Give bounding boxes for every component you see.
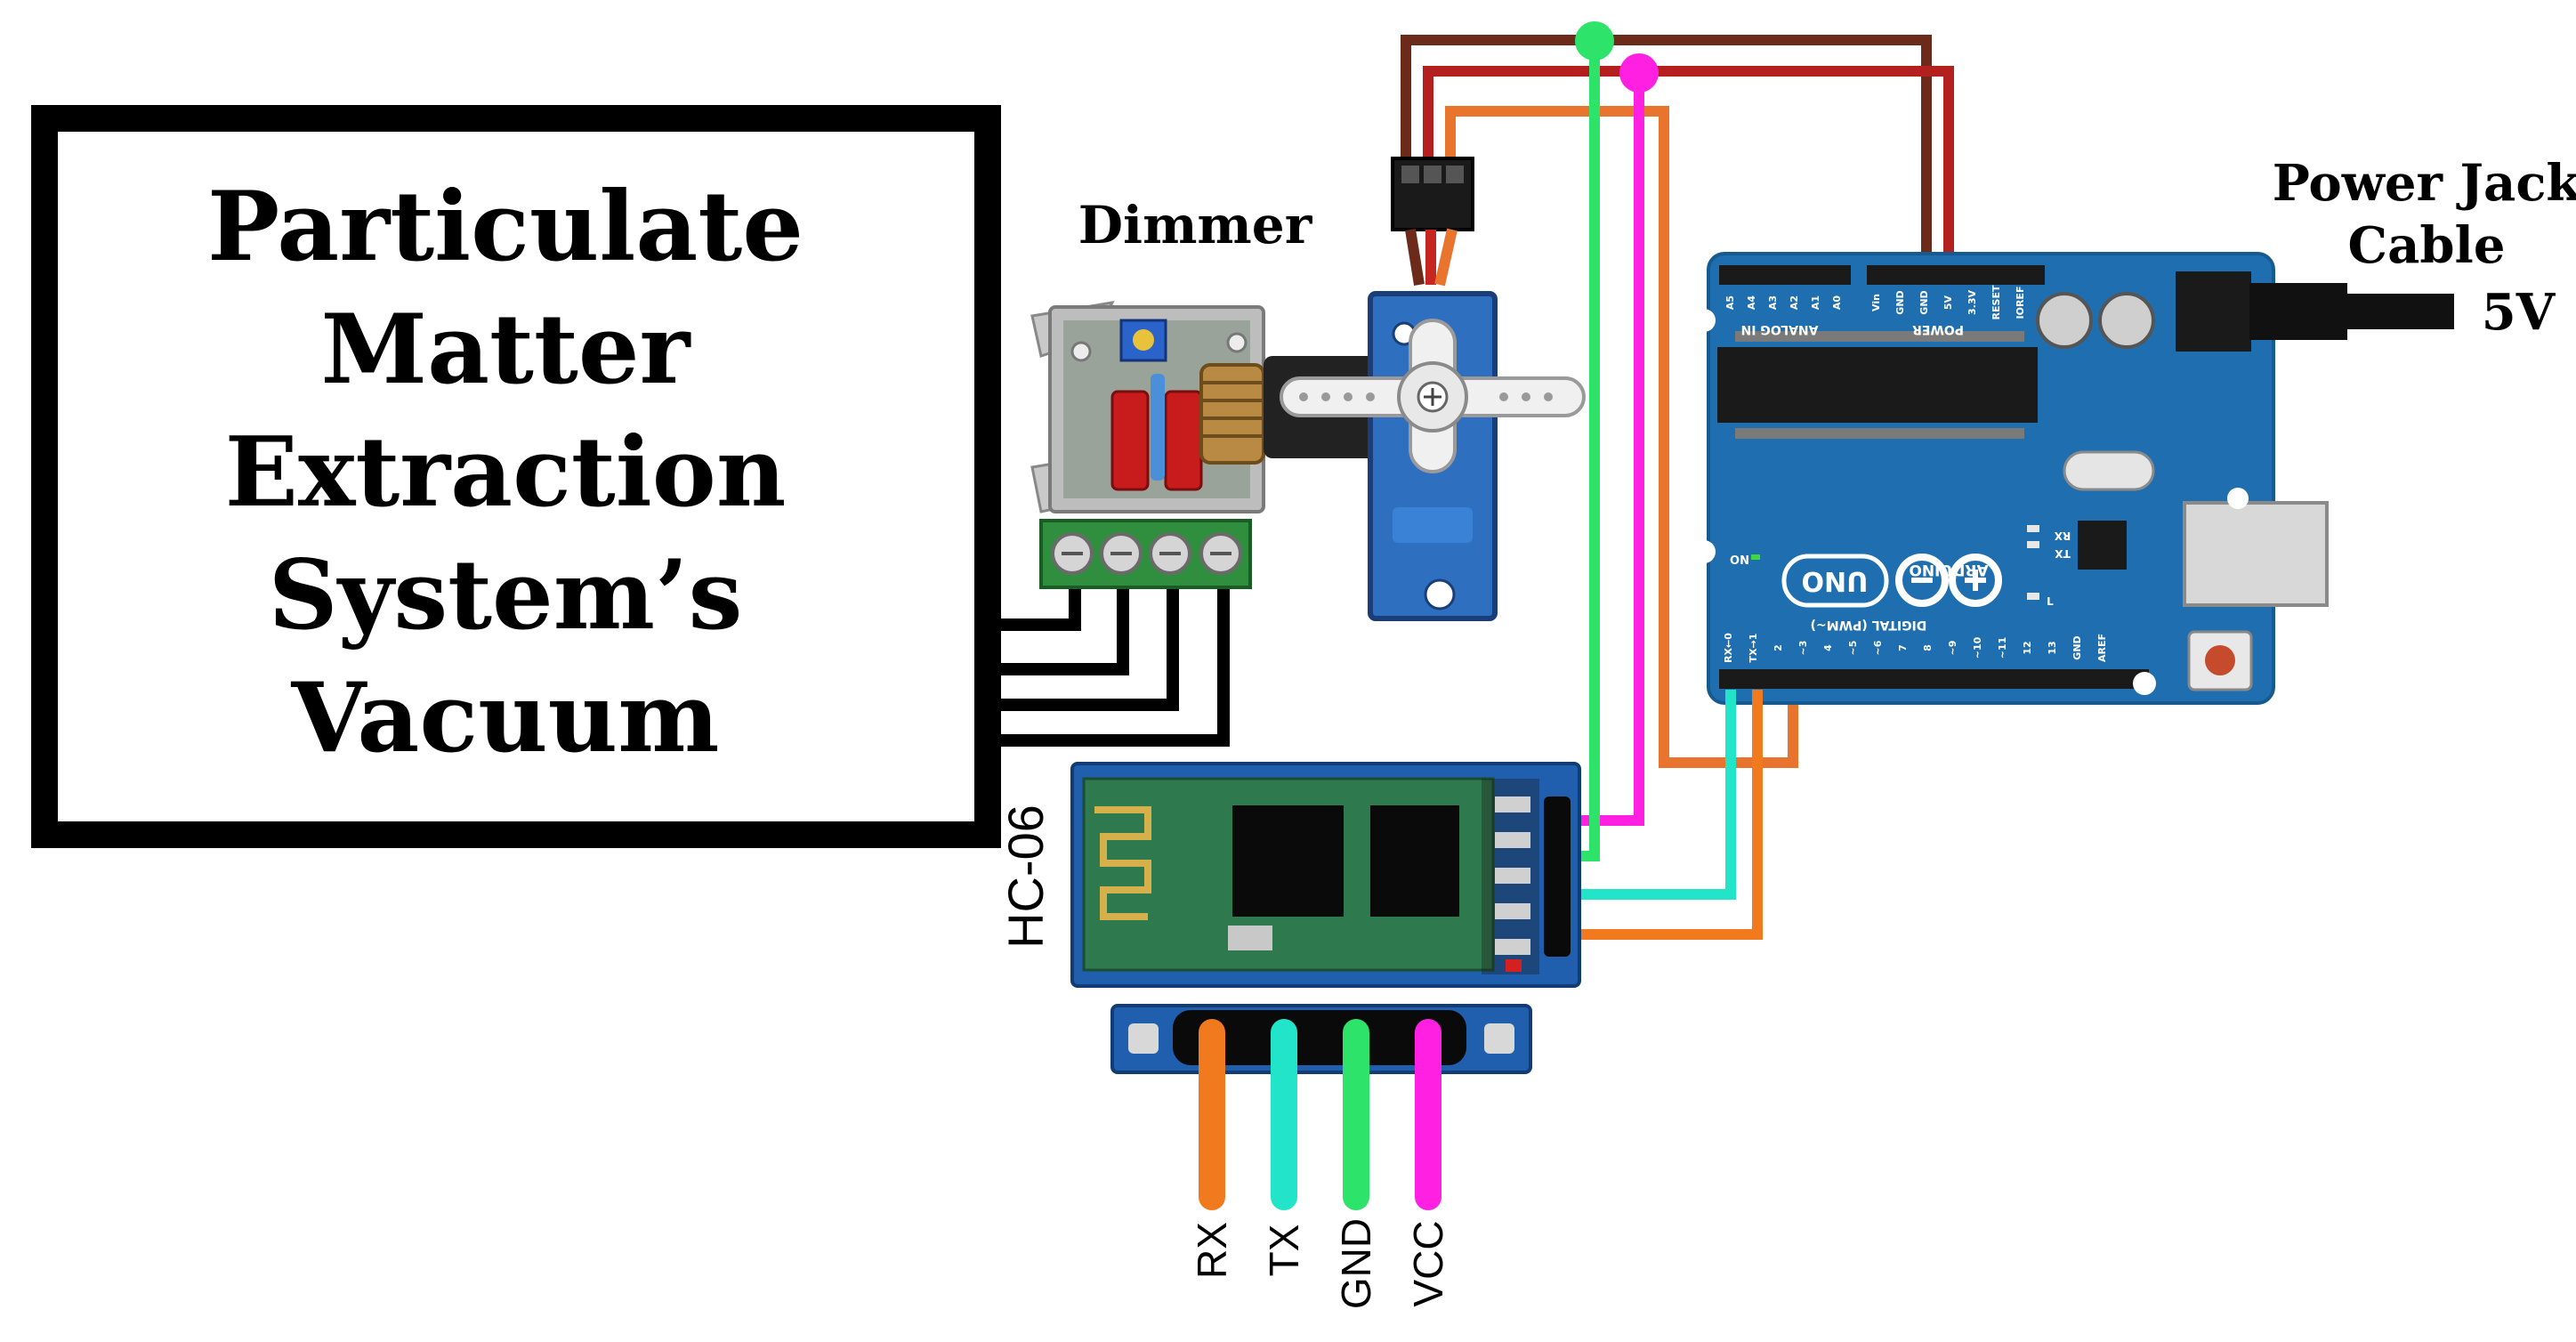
arduino-digital-pin-11: ~11 — [1997, 637, 2008, 659]
arduino-digital-pin-labels: RX←0 TX→1 2 ~3 4 ~5 ~6 7 8 ~9 ~10 ~11 12 13 GND AREF — [1723, 633, 2108, 663]
arduino-tx-label: TX — [2055, 547, 2071, 560]
arduino-power-pin-5: RESET — [1991, 285, 2002, 319]
vacuum-label-line-1: Particulate — [207, 171, 803, 283]
vacuum-label-line-5: Vacuum — [291, 662, 720, 774]
arduino-digital-pin-4: 4 — [1822, 644, 1834, 651]
arduino-digital-pin-5: ~5 — [1847, 641, 1859, 656]
power-voltage-label: 5V — [2482, 283, 2556, 342]
arduino-digital-pin-10: ~10 — [1972, 636, 1983, 659]
hc06-pin-rx-label: RX — [1189, 1222, 1235, 1279]
vacuum-box: Particulate Matter Extraction System’s V… — [31, 105, 1001, 848]
arduino-analog-pin-2: A3 — [1767, 295, 1779, 310]
arduino-digital-pin-6: ~6 — [1872, 640, 1884, 655]
arduino-digital-pin-14: GND — [2071, 635, 2083, 659]
hc06-pin-header — [1110, 1004, 1532, 1074]
vacuum-wires — [988, 565, 1230, 747]
hc06-module — [1070, 762, 1581, 988]
vacuum-label-line-3: Extraction — [225, 416, 787, 529]
power-jack-label-line-1: Power Jack — [2273, 154, 2576, 213]
dimmer-label: Dimmer — [1078, 195, 1313, 255]
arduino-digital-pin-2: 2 — [1773, 644, 1784, 651]
hc06-pin-vcc-label: VCC — [1405, 1220, 1451, 1306]
arduino-digital-pin-9: ~9 — [1947, 641, 1958, 656]
arduino-uno-board — [1692, 252, 2329, 705]
power-jack-label-line-2: Cable — [2348, 216, 2506, 275]
arduino-digital-pin-1: TX→1 — [1748, 634, 1759, 663]
arduino-analog-pin-5: A0 — [1831, 295, 1843, 311]
vcc-junction-dot — [1619, 53, 1659, 93]
arduino-digital-pin-13: 13 — [2047, 641, 2058, 654]
arduino-analog-in-label: ANALOG IN — [1740, 322, 1818, 336]
arduino-analog-pin-labels: A5 A4 A3 A2 A1 A0 — [1724, 295, 1843, 311]
arduino-digital-pin-15: AREF — [2096, 634, 2108, 662]
arduino-power-pin-1: GND — [1894, 290, 1906, 314]
arduino-power-pin-4: 3.3V — [1966, 290, 1978, 315]
arduino-power-pin-6: IOREF — [2015, 287, 2026, 319]
arduino-digital-pin-0: RX←0 — [1723, 633, 1734, 663]
gnd-junction-dot — [1575, 21, 1614, 61]
arduino-power-pin-2: GND — [1918, 290, 1930, 314]
arduino-digital-pin-8: 8 — [1922, 644, 1934, 651]
hc06-pin-tx-label: TX — [1261, 1225, 1307, 1277]
arduino-power-pin-labels: Vin GND GND 5V 3.3V RESET IOREF — [1870, 285, 2026, 319]
arduino-power-pin-3: 5V — [1942, 295, 1954, 310]
dimmer-module — [1030, 301, 1410, 589]
arduino-digital-pin-7: 7 — [1897, 644, 1909, 651]
arduino-analog-pin-0: A5 — [1724, 295, 1736, 310]
vacuum-label-line-2: Matter — [321, 294, 692, 406]
hc06-label: HC-06 — [997, 804, 1054, 949]
vacuum-label-line-4: System’s — [269, 539, 743, 651]
arduino-analog-pin-1: A4 — [1746, 295, 1757, 311]
arduino-digital-pin-12: 12 — [2022, 641, 2033, 654]
hc06-breakout-wires — [1199, 1019, 1441, 1210]
servo-wires — [1401, 35, 1954, 768]
servo-motor — [1280, 291, 1586, 621]
arduino-on-label: ON — [1730, 554, 1749, 568]
arduino-analog-pin-4: A1 — [1810, 295, 1821, 310]
arduino-power-pin-0: Vin — [1870, 294, 1882, 311]
hc06-pin-gnd-label: GND — [1333, 1218, 1379, 1309]
arduino-power-label: POWER — [1912, 322, 1964, 336]
arduino-rx-label: RX — [2054, 530, 2071, 542]
arduino-l-label: L — [2047, 595, 2054, 608]
arduino-digital-label: DIGITAL (PWM~) — [1811, 618, 1927, 632]
arduino-brand: ARDUINO — [1909, 561, 1988, 578]
arduino-digital-pin-3: ~3 — [1797, 641, 1809, 656]
arduino-analog-pin-3: A2 — [1789, 295, 1800, 310]
power-jack-cable — [2178, 271, 2454, 352]
arduino-model: UNO — [1802, 565, 1869, 596]
